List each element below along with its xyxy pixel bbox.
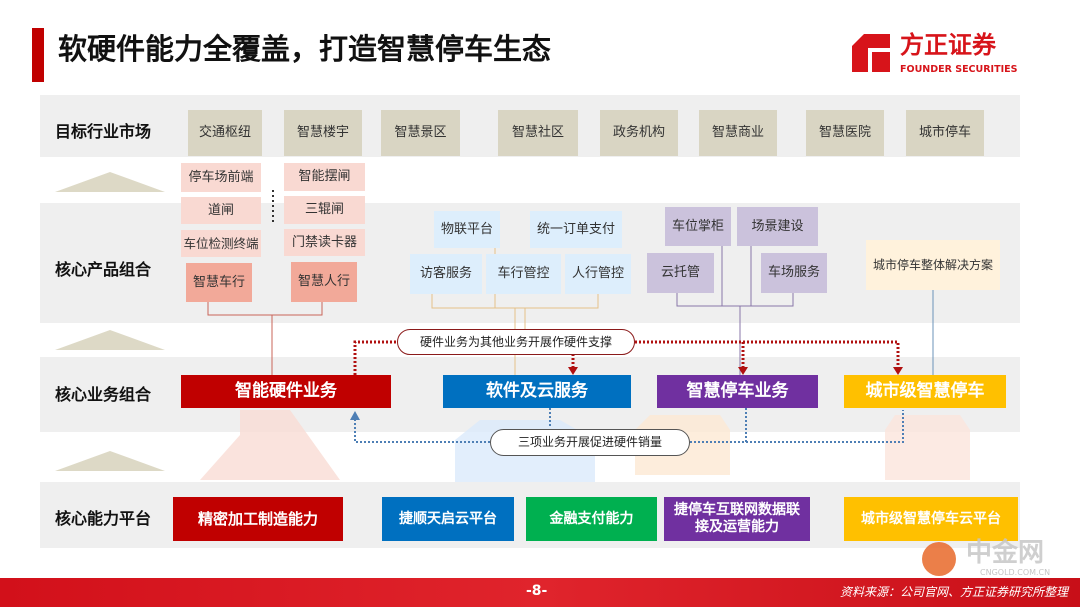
- hw-product: 道闸: [181, 197, 261, 224]
- platform-manufacturing: 精密加工制造能力: [173, 497, 343, 541]
- business-city-parking: 城市级智慧停车: [844, 375, 1006, 408]
- market-item: 智慧医院: [806, 110, 884, 156]
- platform-data-ops: 捷停车互联网数据联接及运营能力: [664, 497, 810, 541]
- platform-city-cloud: 城市级智慧停车云平台: [844, 497, 1018, 541]
- business-hardware: 智能硬件业务: [181, 375, 391, 408]
- business-smart-parking: 智慧停车业务: [657, 375, 818, 408]
- page-title: 软硬件能力全覆盖，打造智慧停车生态: [58, 32, 552, 66]
- logo-cn: 方正证券: [900, 31, 996, 59]
- up-arrow-red: [200, 410, 340, 480]
- logo-en: FOUNDER SECURITIES: [900, 64, 1018, 75]
- market-item: 智慧楼宇: [284, 110, 362, 156]
- up-triangle-2: [55, 330, 165, 350]
- city-product: 城市停车整体解决方案: [866, 240, 1000, 290]
- row-label-market: 目标行业市场: [55, 122, 152, 141]
- hw-group-vehicle: 智慧车行: [186, 263, 252, 302]
- up-triangle-3: [55, 451, 165, 471]
- hw-product: 智能摆闸: [284, 163, 365, 191]
- market-item: 智慧景区: [381, 110, 460, 156]
- founder-logo-icon: [852, 34, 890, 72]
- parking-product: 云托管: [647, 253, 714, 293]
- hw-product: 门禁读卡器: [284, 229, 365, 256]
- parking-bracket: [676, 246, 794, 375]
- up-arrow-peach: [885, 415, 970, 480]
- sw-product: 物联平台: [434, 211, 500, 248]
- page-number: -8-: [526, 583, 548, 599]
- row-label-business: 核心业务组合: [55, 385, 152, 404]
- logo: 方正证券 FOUNDER SECURITIES: [850, 30, 1030, 78]
- callout-promote-sales: 三项业务开展促进硬件销量: [490, 429, 690, 456]
- platform-payment: 金融支付能力: [526, 497, 657, 541]
- platform-cloud: 捷顺天启云平台: [382, 497, 514, 541]
- market-item: 政务机构: [600, 110, 678, 156]
- callout-hardware-support: 硬件业务为其他业务开展作硬件支撑: [397, 329, 635, 355]
- market-item: 智慧社区: [498, 110, 578, 156]
- parking-product: 车位掌柜: [665, 207, 731, 246]
- footer-bar: [0, 578, 1080, 607]
- sw-product: 访客服务: [410, 254, 482, 294]
- market-item: 交通枢纽: [188, 110, 262, 156]
- sw-product: 统一订单支付: [530, 211, 622, 248]
- hw-product: 车位检测终端: [181, 230, 261, 257]
- watermark-en: CNGOLD.COM.CN: [980, 568, 1051, 577]
- watermark-logo-icon: [922, 542, 956, 576]
- hw-group-pedestrian: 智慧人行: [291, 262, 357, 302]
- sw-product: 人行管控: [565, 254, 631, 294]
- sw-product: 车行管控: [486, 254, 561, 294]
- up-triangle-1: [55, 172, 165, 192]
- row-label-product: 核心产品组合: [55, 260, 152, 279]
- market-item: 智慧商业: [699, 110, 777, 156]
- watermark-cn: 中金网: [966, 538, 1045, 568]
- row-label-platform: 核心能力平台: [55, 509, 152, 528]
- hw-product: 停车场前端: [181, 163, 261, 192]
- hw-bracket: [207, 302, 323, 375]
- title-accent-bar: [32, 28, 44, 82]
- business-software-cloud: 软件及云服务: [443, 375, 631, 408]
- hw-product: 三辊闸: [284, 196, 365, 224]
- watermark: 中金网 CNGOLD.COM.CN: [922, 540, 1072, 578]
- parking-product: 车场服务: [761, 253, 827, 293]
- promote-arrows: [354, 408, 904, 443]
- parking-product: 场景建设: [737, 207, 818, 246]
- market-item: 城市停车: [906, 110, 984, 156]
- source-note: 资料来源：公司官网、方正证券研究所整理: [839, 585, 1068, 599]
